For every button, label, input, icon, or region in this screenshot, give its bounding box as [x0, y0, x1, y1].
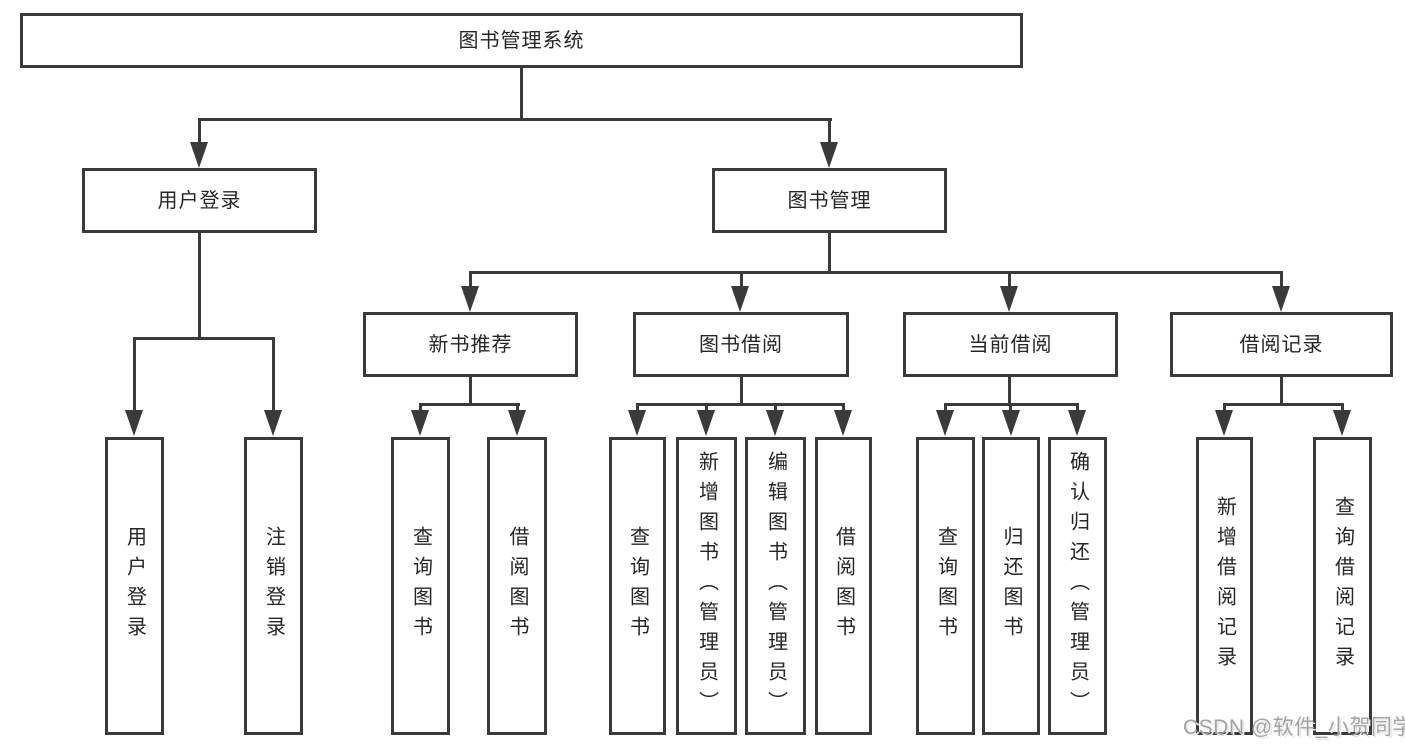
leaf-borrow-book: 借阅图书	[815, 437, 872, 735]
connector-line	[828, 118, 831, 146]
connector-line	[419, 403, 520, 406]
arrowhead-down-icon	[1272, 286, 1290, 312]
connector-line	[1280, 271, 1283, 290]
connector-line	[198, 118, 832, 121]
arrowhead-down-icon	[1000, 286, 1018, 312]
leaf-add-borrow-record: 新增借阅记录	[1196, 437, 1253, 735]
connector-line	[1008, 271, 1011, 290]
leaf-label: 编辑图书（管理员）	[764, 451, 787, 721]
connector-line	[469, 271, 472, 290]
connector-line	[828, 233, 831, 273]
arrowhead-down-icon	[1002, 410, 1020, 436]
leaf-borrow-book-recommend: 借阅图书	[487, 437, 547, 735]
arrowhead-down-icon	[125, 410, 143, 436]
arrowhead-down-icon	[264, 410, 282, 436]
leaf-label: 确认归还（管理员）	[1066, 451, 1089, 721]
leaf-label: 借阅图书	[506, 526, 528, 646]
connector-line	[133, 337, 136, 415]
arrowhead-down-icon	[766, 410, 784, 436]
connector-line	[1008, 377, 1011, 405]
node-label: 图书管理系统	[458, 29, 585, 52]
connector-line	[1280, 377, 1283, 405]
arrowhead-down-icon	[461, 286, 479, 312]
arrowhead-down-icon	[731, 286, 749, 312]
connector-line	[740, 377, 743, 405]
leaf-label: 借阅图书	[832, 526, 855, 646]
leaf-label: 归还图书	[1000, 526, 1022, 646]
leaf-label: 查询图书	[626, 526, 649, 646]
leaf-label: 查询图书	[409, 526, 432, 646]
arrowhead-down-icon	[628, 410, 646, 436]
leaf-label: 查询借阅记录	[1331, 496, 1354, 676]
arrowhead-down-icon	[697, 410, 715, 436]
leaf-label: 新增图书（管理员）	[695, 451, 718, 721]
arrowhead-down-icon	[1333, 410, 1351, 436]
node-label: 用户登录	[157, 189, 242, 212]
arrowhead-down-icon	[936, 410, 954, 436]
leaf-label: 查询图书	[934, 526, 957, 646]
connector-line	[469, 271, 1282, 274]
node-new-book-recommendation: 新书推荐	[363, 312, 578, 377]
node-user-login: 用户登录	[82, 168, 317, 233]
node-book-borrowing: 图书借阅	[633, 312, 849, 377]
arrowhead-down-icon	[1215, 410, 1233, 436]
arrowhead-down-icon	[190, 142, 208, 168]
connector-line	[198, 118, 201, 146]
connector-line	[636, 403, 845, 406]
node-borrowing-records: 借阅记录	[1170, 312, 1393, 377]
leaf-label: 新增借阅记录	[1213, 496, 1236, 676]
node-label: 当前借阅	[968, 333, 1053, 356]
leaf-confirm-return-admin: 确认归还（管理员）	[1048, 437, 1107, 735]
arrowhead-down-icon	[508, 410, 526, 436]
connector-line	[520, 68, 523, 120]
connector-line	[198, 233, 201, 339]
connector-line	[1223, 403, 1344, 406]
connector-line	[469, 377, 472, 405]
csdn-watermark: CSDN @软件_小贺同学	[1183, 716, 1405, 739]
leaf-query-borrow-record: 查询借阅记录	[1313, 437, 1372, 735]
arrowhead-down-icon	[1068, 410, 1086, 436]
connector-line	[133, 337, 275, 340]
connector-line	[740, 271, 743, 290]
leaf-label: 注销登录	[262, 526, 285, 646]
leaf-logout: 注销登录	[244, 437, 303, 735]
node-label: 新书推荐	[428, 333, 513, 356]
node-label: 借阅记录	[1239, 333, 1324, 356]
leaf-edit-book-admin: 编辑图书（管理员）	[745, 437, 806, 735]
leaf-query-book-current: 查询图书	[916, 437, 975, 735]
arrowhead-down-icon	[411, 410, 429, 436]
arrowhead-down-icon	[820, 142, 838, 168]
node-label: 图书借阅	[699, 333, 783, 356]
connector-line	[272, 337, 275, 415]
node-current-borrowing: 当前借阅	[903, 312, 1118, 377]
node-label: 图书管理	[787, 189, 872, 212]
leaf-add-book-admin: 新增图书（管理员）	[676, 437, 737, 735]
leaf-label: 用户登录	[123, 526, 146, 646]
leaf-user-login: 用户登录	[105, 437, 164, 735]
arrowhead-down-icon	[834, 410, 852, 436]
leaf-query-book-recommend: 查询图书	[391, 437, 450, 735]
node-library-management-system: 图书管理系统	[20, 13, 1023, 68]
node-book-management: 图书管理	[712, 168, 947, 233]
leaf-return-book: 归还图书	[982, 437, 1040, 735]
leaf-query-book-borrow: 查询图书	[609, 437, 666, 735]
